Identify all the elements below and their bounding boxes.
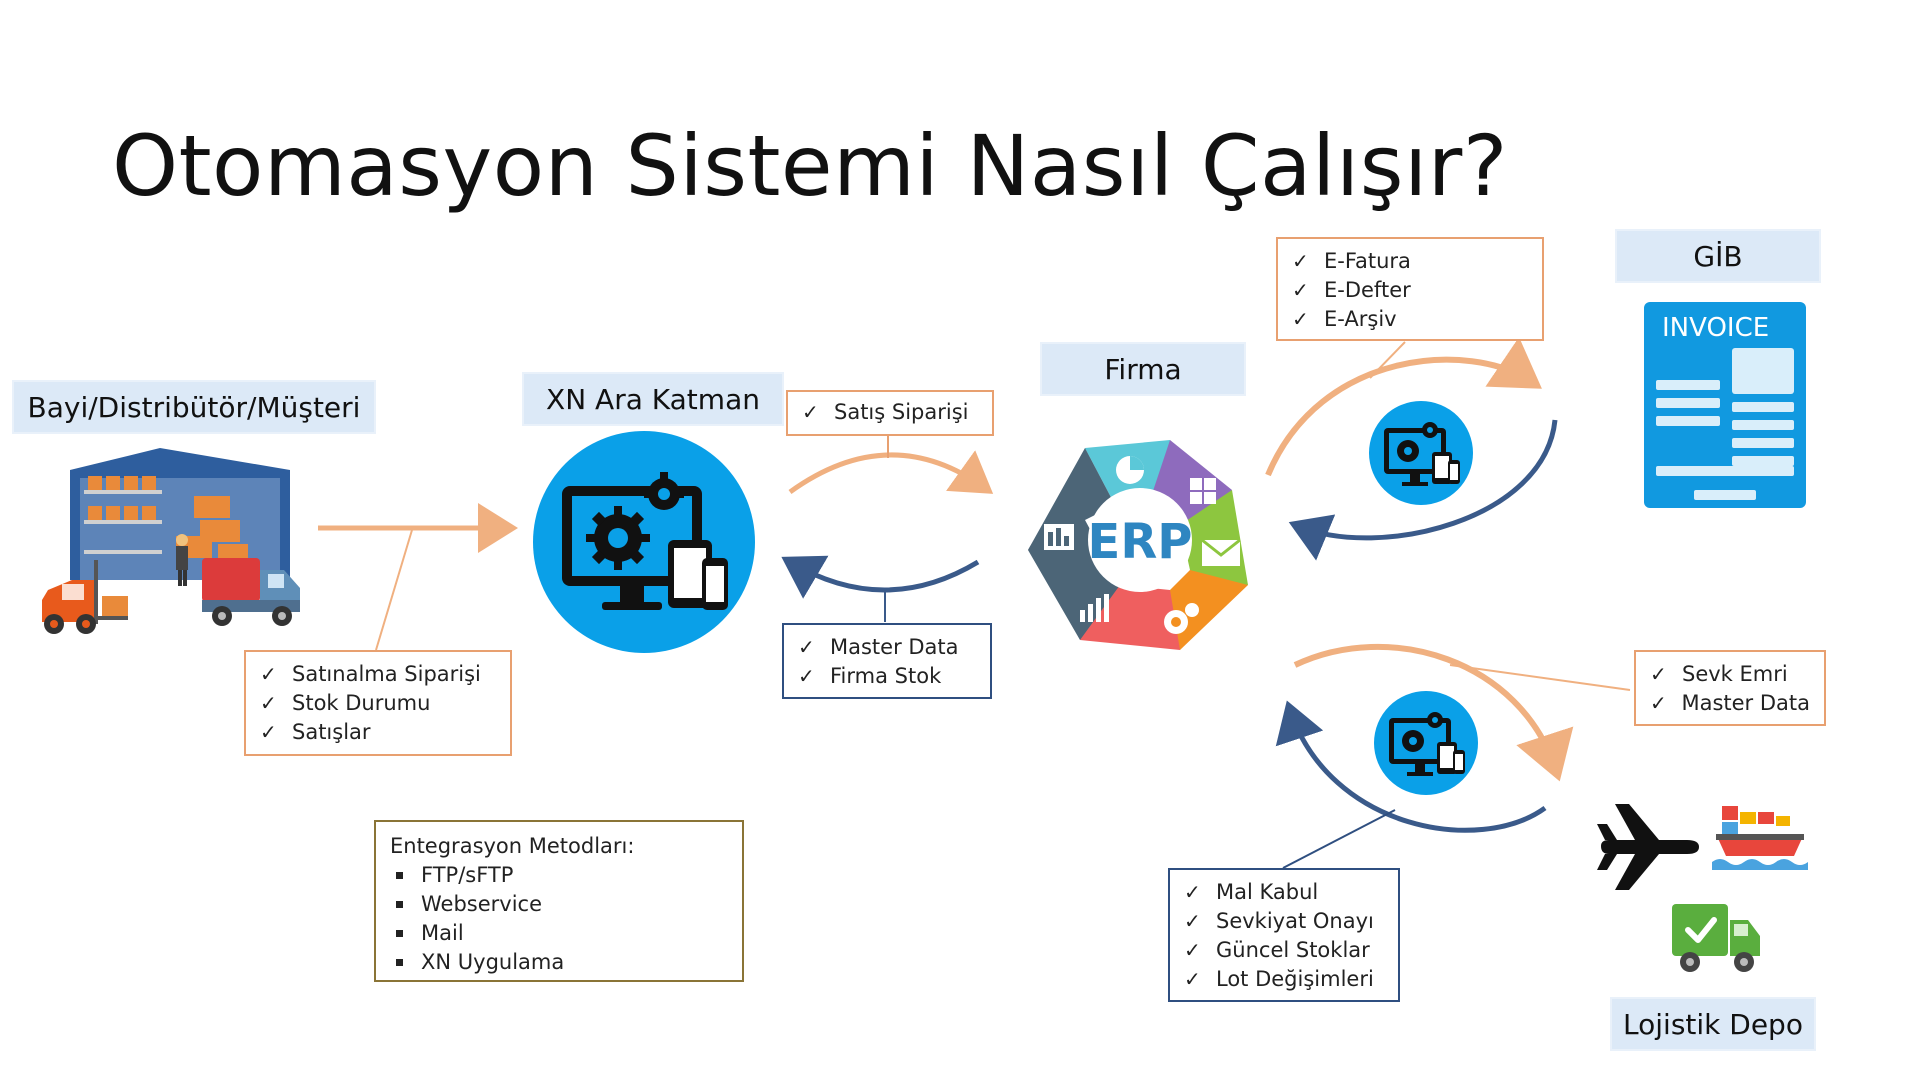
page-title: Otomasyon Sistemi Nasıl Çalışır? [112,117,1508,215]
mal-box: ✓Mal Kabul ✓Sevkiyat Onayı ✓Güncel Stokl… [1168,868,1400,1002]
lojistik-to-firma-arrow [1275,700,1547,833]
mal-leader [1282,809,1396,869]
methods-heading: Entegrasyon Metodları: [390,834,635,858]
sevk-leader [1449,664,1631,691]
check-icon: ✓ [1184,967,1201,991]
check-icon: ✓ [1292,249,1309,273]
xn-to-firma-arrow [788,450,994,495]
check-icon: ✓ [798,635,815,659]
cargo-ship-icon [1712,806,1808,870]
delivery-truck-icon [1672,904,1760,972]
bayi-box-leader [375,529,413,651]
erp-label: ERP [1088,514,1193,570]
sevk-box: ✓Sevk Emri ✓Master Data [1634,650,1826,726]
list-item: Webservice [390,890,728,919]
list-item: ✓Stok Durumu [260,689,496,718]
computer-gears-icon [1374,691,1478,795]
node-gib: GİB [1615,229,1821,283]
check-icon: ✓ [1292,278,1309,302]
list-item: ✓Master Data [1650,689,1810,718]
list-item: FTP/sFTP [390,861,728,890]
bullet-icon [396,901,403,908]
integration-methods-box: Entegrasyon Metodları: FTP/sFTP Webservi… [374,820,744,982]
master-box: ✓Master Data ✓Firma Stok [782,623,992,699]
list-item: ✓Mal Kabul [1184,878,1384,907]
check-icon: ✓ [1184,880,1201,904]
list-item: ✓Güncel Stoklar [1184,936,1384,965]
firma-to-lojistik-arrow [1293,643,1574,782]
efatura-leader [1369,341,1406,379]
list-item: ✓Sevkiyat Onayı [1184,907,1384,936]
list-item: ✓Firma Stok [798,662,976,691]
list-item: ✓E-Arşiv [1292,305,1528,334]
airplane-icon [1597,804,1699,890]
check-icon: ✓ [1650,691,1667,715]
invoice-label: INVOICE [1662,313,1769,343]
erp-wheel: ERP [1028,440,1248,650]
efatura-box: ✓E-Fatura ✓E-Defter ✓E-Arşiv [1276,237,1544,341]
list-item: ✓E-Fatura [1292,247,1528,276]
node-lojistik: Lojistik Depo [1610,997,1816,1051]
list-item: ✓Sevk Emri [1650,660,1810,689]
list-item: XN Uygulama [390,948,728,977]
check-icon: ✓ [1292,307,1309,331]
list-item: ✓Satışlar [260,718,496,747]
node-bayi: Bayi/Distribütör/Müşteri [12,380,376,434]
warehouse-icon [42,448,300,634]
bullet-icon [396,872,403,879]
check-icon: ✓ [260,720,277,744]
check-icon: ✓ [1184,938,1201,962]
check-icon: ✓ [1184,909,1201,933]
bayi-items-box: ✓Satınalma Siparişi ✓Stok Durumu ✓Satışl… [244,650,512,756]
firma-to-gib-arrow [1265,336,1542,477]
invoice-icon: INVOICE [1644,302,1806,508]
satis-box: ✓Satış Siparişi [786,390,994,436]
bullet-icon [396,959,403,966]
check-icon: ✓ [260,662,277,686]
check-icon: ✓ [1650,662,1667,686]
computer-gears-icon [533,431,755,653]
firma-to-xn-arrow [781,555,980,599]
list-item: ✓Lot Değişimleri [1184,965,1384,994]
check-icon: ✓ [798,664,815,688]
node-xn: XN Ara Katman [522,372,784,426]
list-item: Mail [390,919,728,948]
list-item: ✓Satış Siparişi [802,398,978,427]
check-icon: ✓ [802,400,819,424]
gib-to-firma-arrow [1288,419,1558,561]
check-icon: ✓ [260,691,277,715]
list-item: ✓Satınalma Siparişi [260,660,496,689]
computer-gears-icon [1369,401,1473,505]
list-item: ✓E-Defter [1292,276,1528,305]
bullet-icon [396,930,403,937]
list-item: ✓Master Data [798,633,976,662]
node-firma: Firma [1040,342,1246,396]
